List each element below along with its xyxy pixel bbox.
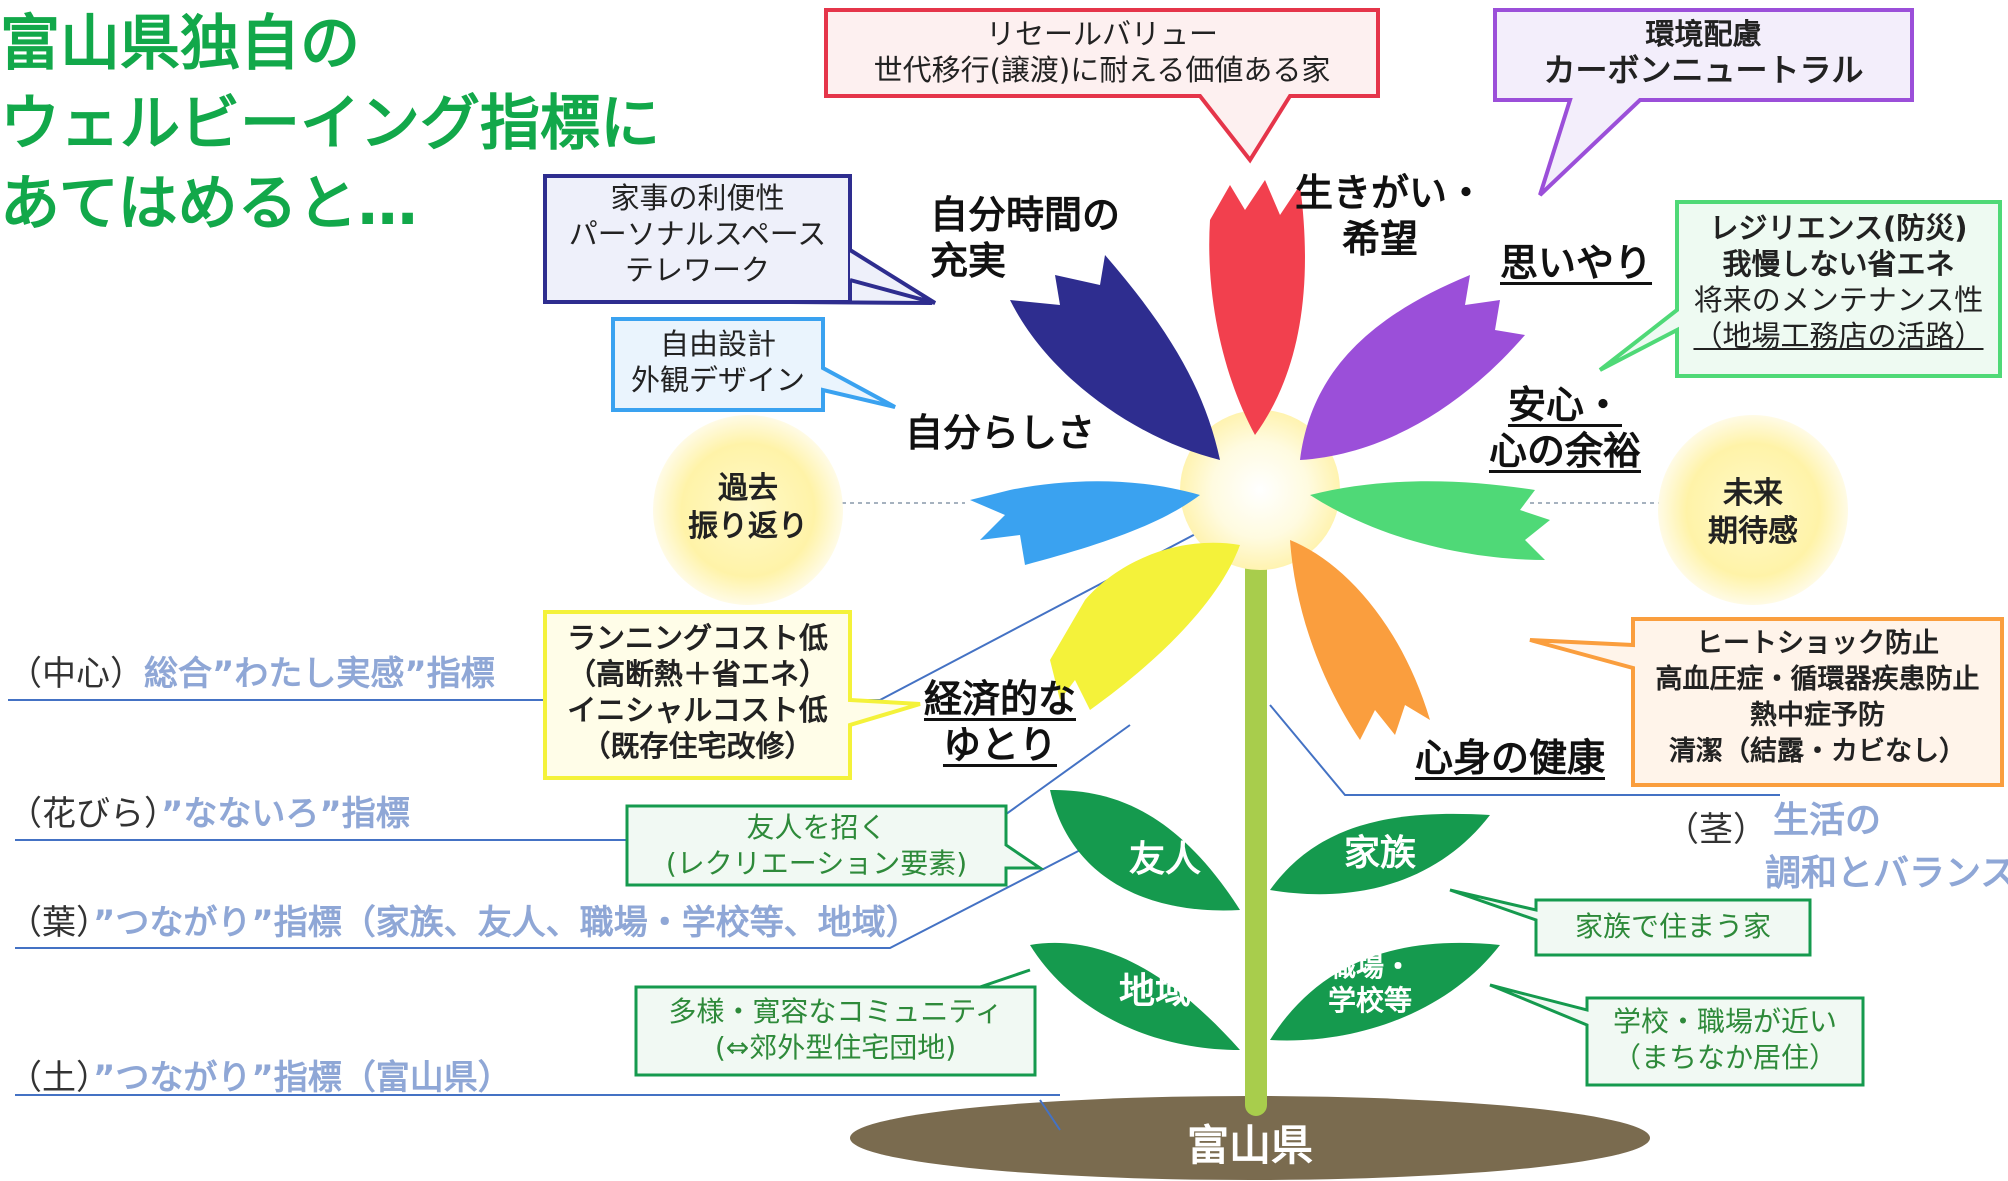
callout-familyhome-box [1449, 888, 1812, 957]
callout-friends-box [625, 804, 1045, 887]
callout-housework: 家事の利便性 パーソナルスペース テレワーク [568, 181, 827, 287]
petal-orange [1290, 540, 1430, 740]
callout-school: 学校・職場が近い （まちなか居住） [1612, 1005, 1837, 1074]
left-label-center: （中心）総合”わたし実感”指標 [8, 654, 495, 694]
callout-resilience-box [1598, 200, 2002, 378]
page-title: 富山県独自の ウェルビーイング指標に あてはめると… [0, 4, 720, 244]
petal-label-yellow: 経済的な ゆとり [923, 677, 1076, 767]
callout-community: 多様・寛容なコミュニティ (⇔郊外型住宅団地) [668, 995, 1003, 1064]
title-line3: あてはめると… [0, 169, 418, 239]
petal-label-orange: 心身の健康 [1414, 736, 1605, 780]
petal-purple [1300, 275, 1525, 460]
callout-cost: ランニングコスト低 （高断熱＋省エネ） イニシャルコスト低 （既存住宅改修） [566, 621, 828, 763]
left-label-soil: （土）”つながり”指標（富山県） [8, 1058, 512, 1098]
stem-label-line1: 生活の [1773, 800, 1882, 841]
leaf-label-friend: 友人 [1128, 839, 1201, 880]
petal-green [1310, 481, 1550, 560]
soil-ellipse [850, 1096, 1650, 1180]
soil-label: 富山県 [1186, 1121, 1313, 1170]
callout-community-box [634, 968, 1037, 1077]
petal-blue [970, 481, 1200, 565]
circle-label-future: 未来 期待感 [1708, 476, 1798, 549]
callout-friends: 友人を招く (レクリエーション要素) [665, 811, 968, 880]
petal-label-navy: 自分時間の 充実 [930, 193, 1121, 283]
stem-label-prefix: （茎） [1665, 810, 1767, 850]
title-line1: 富山県独自の [0, 9, 360, 79]
future-circle [1658, 415, 1848, 605]
petal-label-green: 安心・ 心の余裕 [1488, 383, 1641, 473]
petal-label-red: 生きがい・ 希望 [1295, 171, 1486, 261]
callout-resilience: レジリエンス(防災) 我慢しない省エネ 将来のメンテナンス性 （地場工務店の活路… [1693, 211, 1984, 353]
petal-yellow [1050, 542, 1240, 710]
callout-resale-box [824, 8, 1380, 164]
circle-label-past: 過去 振り返り [688, 471, 808, 544]
callout-familyhome: 家族で住まう家 [1574, 910, 1771, 943]
callout-health: ヒートショック防止 高血圧症・循環器疾患防止 熱中症予防 清潔（結露・カビなし） [1655, 628, 1980, 767]
leaf-label-work: 職場・ 学校等 [1327, 950, 1412, 1017]
callout-environment-box [1493, 8, 1914, 197]
stem-label: （茎） 生活の 調和とバランス [1665, 798, 2008, 897]
leaf-friend [1050, 790, 1240, 911]
flower-center [1180, 410, 1340, 570]
callout-cost-box [543, 610, 921, 780]
callout-health-box [1529, 617, 2004, 787]
past-circle [653, 415, 843, 605]
petal-navy [1010, 255, 1220, 460]
callout-environment: 環境配慮 カーボンニュートラル [1543, 17, 1864, 89]
petal-label-blue: 自分らしさ [905, 411, 1096, 455]
leaf-region [1030, 942, 1240, 1050]
leaf-work [1270, 942, 1500, 1041]
callout-school-box [1489, 983, 1865, 1087]
petal-red [1209, 180, 1305, 435]
callout-housework-box [543, 174, 937, 305]
title-line2: ウェルビーイング指標に [0, 89, 660, 159]
petal-label-purple: 思いやり [1500, 241, 1653, 285]
leaf-label-family: 家族 [1343, 833, 1416, 874]
leaf-label-region: 地域 [1118, 971, 1191, 1012]
callout-freedesign: 自由設計 外観デザイン [630, 327, 805, 397]
left-label-petal: （花びら）”なないろ”指標 [8, 794, 410, 834]
callout-freedesign-box [611, 317, 896, 412]
stem-label-line2: 調和とバランス [1765, 853, 2008, 894]
leaf-family [1270, 813, 1490, 895]
callout-resale: リセールバリュー 世代移行(譲渡)に耐える価値ある家 [873, 17, 1331, 87]
left-label-leaf: （葉）”つながり”指標（家族、友人、職場・学校等、地域） [8, 903, 920, 943]
